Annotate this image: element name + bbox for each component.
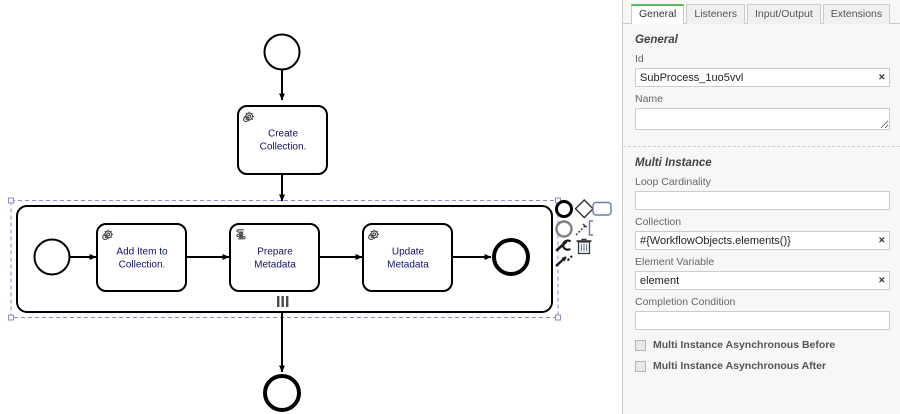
append-end-event-icon[interactable] [555,200,573,218]
task-label-line1: Add Item to [116,247,168,258]
properties-panel: General Listeners Input/Output Extension… [622,0,900,414]
task-prepare-metadata[interactable]: Prepare Metadata [229,223,320,292]
id-input[interactable] [635,68,890,87]
context-pad[interactable] [555,198,612,267]
completion-condition-input[interactable] [635,311,890,330]
selection-outline [8,197,561,321]
bpmn-canvas[interactable]: Create Collection. [0,0,622,414]
collection-input[interactable] [635,231,890,250]
task-label-line1: Prepare [257,247,293,258]
tab-general[interactable]: General [631,4,685,24]
append-task-icon[interactable] [592,201,612,216]
group-multi-instance: Multi Instance Loop Cardinality Collecti… [623,147,900,388]
task-label-line2: Metadata [387,260,429,271]
connect-arrow-icon[interactable] [555,255,573,267]
properties-body: General Id × Name Multi Instance Loop Ca… [623,24,900,388]
name-label: Name [635,93,664,105]
change-type-wrench-icon[interactable] [555,239,572,252]
tab-extensions[interactable]: Extensions [822,4,891,24]
field-name: Name [635,93,890,130]
element-variable-label: Element Variable [635,256,715,268]
async-after-label[interactable]: Multi Instance Asynchronous After [653,360,827,372]
field-loop-cardinality: Loop Cardinality [635,176,890,210]
task-label-line1: Create [268,129,298,140]
field-id: Id × [635,53,890,87]
async-after-checkbox[interactable] [635,360,646,372]
row-async-before[interactable]: Multi Instance Asynchronous Before [635,339,890,351]
tab-input-output[interactable]: Input/Output [746,4,821,24]
row-async-after[interactable]: Multi Instance Asynchronous After [635,360,890,372]
append-gateway-icon[interactable] [574,198,595,219]
parallel-multi-instance-marker [277,296,289,307]
completion-condition-label: Completion Condition [635,296,736,308]
append-text-annotation-icon[interactable] [575,220,593,236]
collection-clear-icon[interactable]: × [878,234,885,246]
start-event[interactable] [263,33,301,71]
task-label-line2: Metadata [254,260,296,271]
group-general-title: General [635,34,678,46]
field-element-variable: Element Variable × [635,256,890,290]
subprocess-start-event[interactable] [33,238,71,276]
loop-cardinality-input[interactable] [635,191,890,210]
task-update-metadata[interactable]: Update Metadata [362,223,453,292]
group-general: General Id × Name [623,24,900,147]
properties-tabs[interactable]: General Listeners Input/Output Extension… [623,0,900,24]
element-variable-input[interactable] [635,271,890,290]
group-multi-instance-title: Multi Instance [635,157,712,169]
delete-trash-icon[interactable] [576,238,592,255]
field-collection: Collection × [635,216,890,250]
task-add-item-to-collection[interactable]: Add Item to Collection. [96,223,187,292]
async-before-label[interactable]: Multi Instance Asynchronous Before [653,339,836,351]
element-variable-clear-icon[interactable]: × [878,274,885,286]
end-event[interactable] [263,374,301,412]
id-label: Id [635,53,644,65]
task-label-line2: Collection. [119,260,166,271]
task-label-line2: Collection. [260,142,307,153]
async-before-checkbox[interactable] [635,339,646,351]
id-clear-icon[interactable]: × [878,71,885,83]
name-textarea[interactable] [635,108,890,130]
task-create-collection[interactable]: Create Collection. [237,105,328,175]
collection-label: Collection [635,216,682,228]
tab-listeners[interactable]: Listeners [686,4,745,24]
field-completion-condition: Completion Condition [635,296,890,330]
append-intermediate-event-icon[interactable] [555,220,573,238]
loop-cardinality-label: Loop Cardinality [635,176,711,188]
task-label-line1: Update [392,247,425,258]
group-bottom-spacer [635,372,890,378]
subprocess-end-event[interactable] [492,238,530,276]
